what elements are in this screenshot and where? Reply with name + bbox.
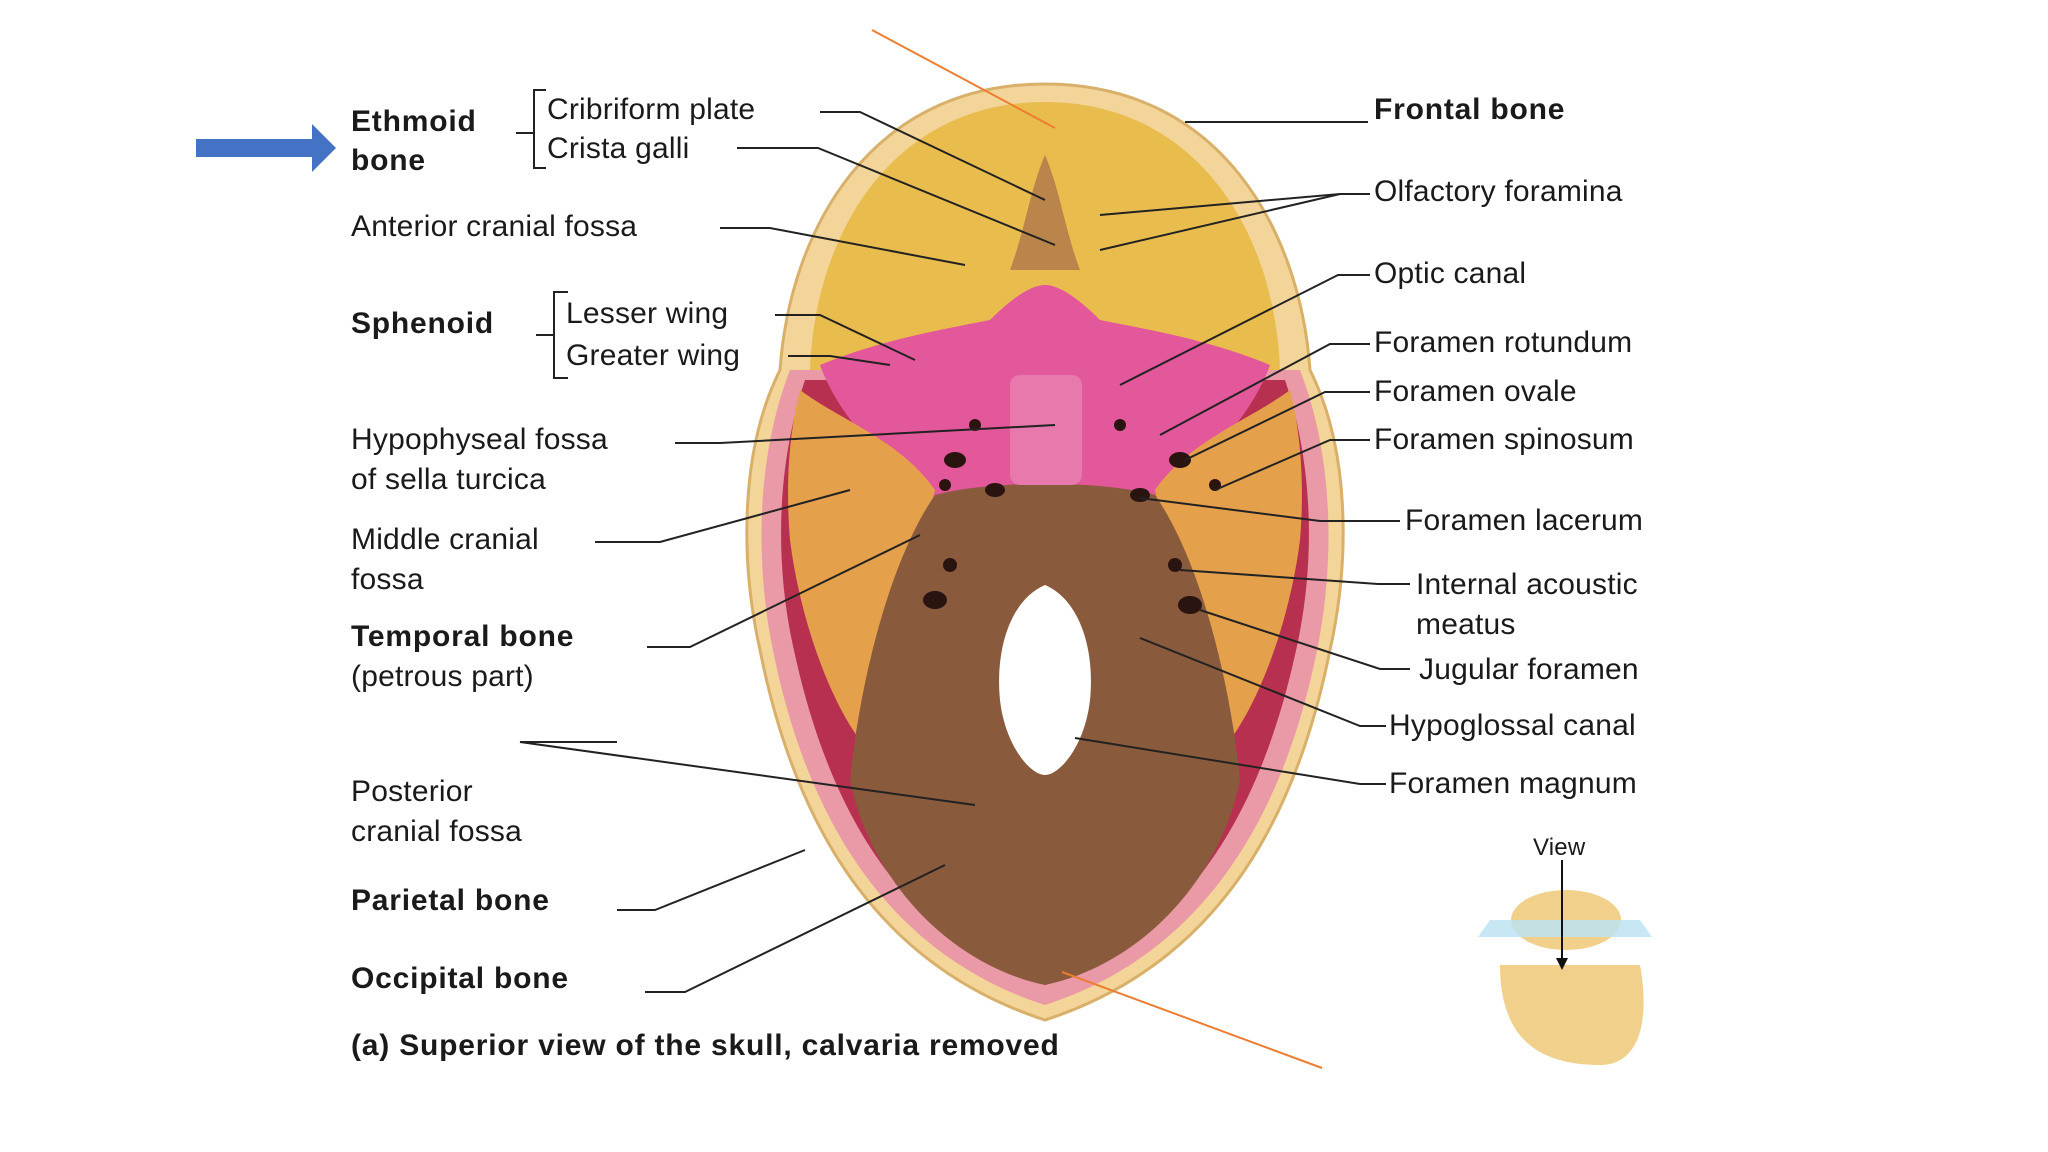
label-crista-galli: Crista galli [547,132,690,165]
label-ethmoid-bone-1: Ethmoid [351,105,477,138]
brackets [516,89,568,379]
label-anterior-cranial-fossa: Anterior cranial fossa [351,210,638,243]
label-middle-cranial-fossa-2: fossa [351,563,424,596]
label-temporal-bone-2: (petrous part) [351,660,534,693]
label-posterior-cranial-fossa-1: Posterior [351,775,473,808]
leader-lines [519,111,1410,993]
label-temporal-bone-1: Temporal bone [351,620,575,653]
label-foramen-spinosum: Foramen spinosum [1374,423,1634,456]
label-hypophyseal-fossa-1: Hypophyseal fossa [351,423,608,456]
foramen-magnum [999,585,1091,775]
crista-galli [1010,155,1080,270]
temporal-right [1155,390,1302,740]
label-parietal-bone: Parietal bone [351,884,550,917]
orange-annotation-line-top [871,29,1056,129]
label-occipital-bone: Occipital bone [351,962,569,995]
figure-caption: (a) Superior view of the skull, calvaria… [351,1029,1060,1062]
label-sphenoid: Sphenoid [351,307,495,340]
temporal-left [788,390,935,740]
label-view: View [1533,834,1586,861]
label-hypoglossal-canal: Hypoglossal canal [1389,709,1636,742]
label-frontal-bone: Frontal bone [1374,93,1566,126]
orange-annotation-line-bottom [1061,971,1323,1069]
label-foramen-magnum: Foramen magnum [1389,767,1637,800]
label-olfactory-foramina: Olfactory foramina [1374,175,1623,208]
label-hypophyseal-fossa-2: of sella turcica [351,463,546,496]
label-greater-wing: Greater wing [566,339,741,372]
label-middle-cranial-fossa-1: Middle cranial [351,523,539,556]
sella-turcica [1010,375,1082,485]
blue-arrow [196,124,336,172]
label-internal-acoustic-meatus-1: Internal acoustic [1416,568,1638,601]
label-optic-canal: Optic canal [1374,257,1527,290]
foramina-dots [923,419,1221,614]
label-posterior-cranial-fossa-2: cranial fossa [351,815,523,848]
label-internal-acoustic-meatus-2: meatus [1416,608,1516,641]
label-foramen-lacerum: Foramen lacerum [1405,504,1644,537]
label-lesser-wing: Lesser wing [566,297,729,330]
label-ethmoid-bone-2: bone [351,144,426,177]
label-foramen-ovale: Foramen ovale [1374,375,1577,408]
label-jugular-foramen: Jugular foramen [1419,653,1639,686]
view-icon [1478,860,1652,1065]
label-foramen-rotundum: Foramen rotundum [1374,326,1633,359]
label-cribriform-plate: Cribriform plate [547,93,756,126]
